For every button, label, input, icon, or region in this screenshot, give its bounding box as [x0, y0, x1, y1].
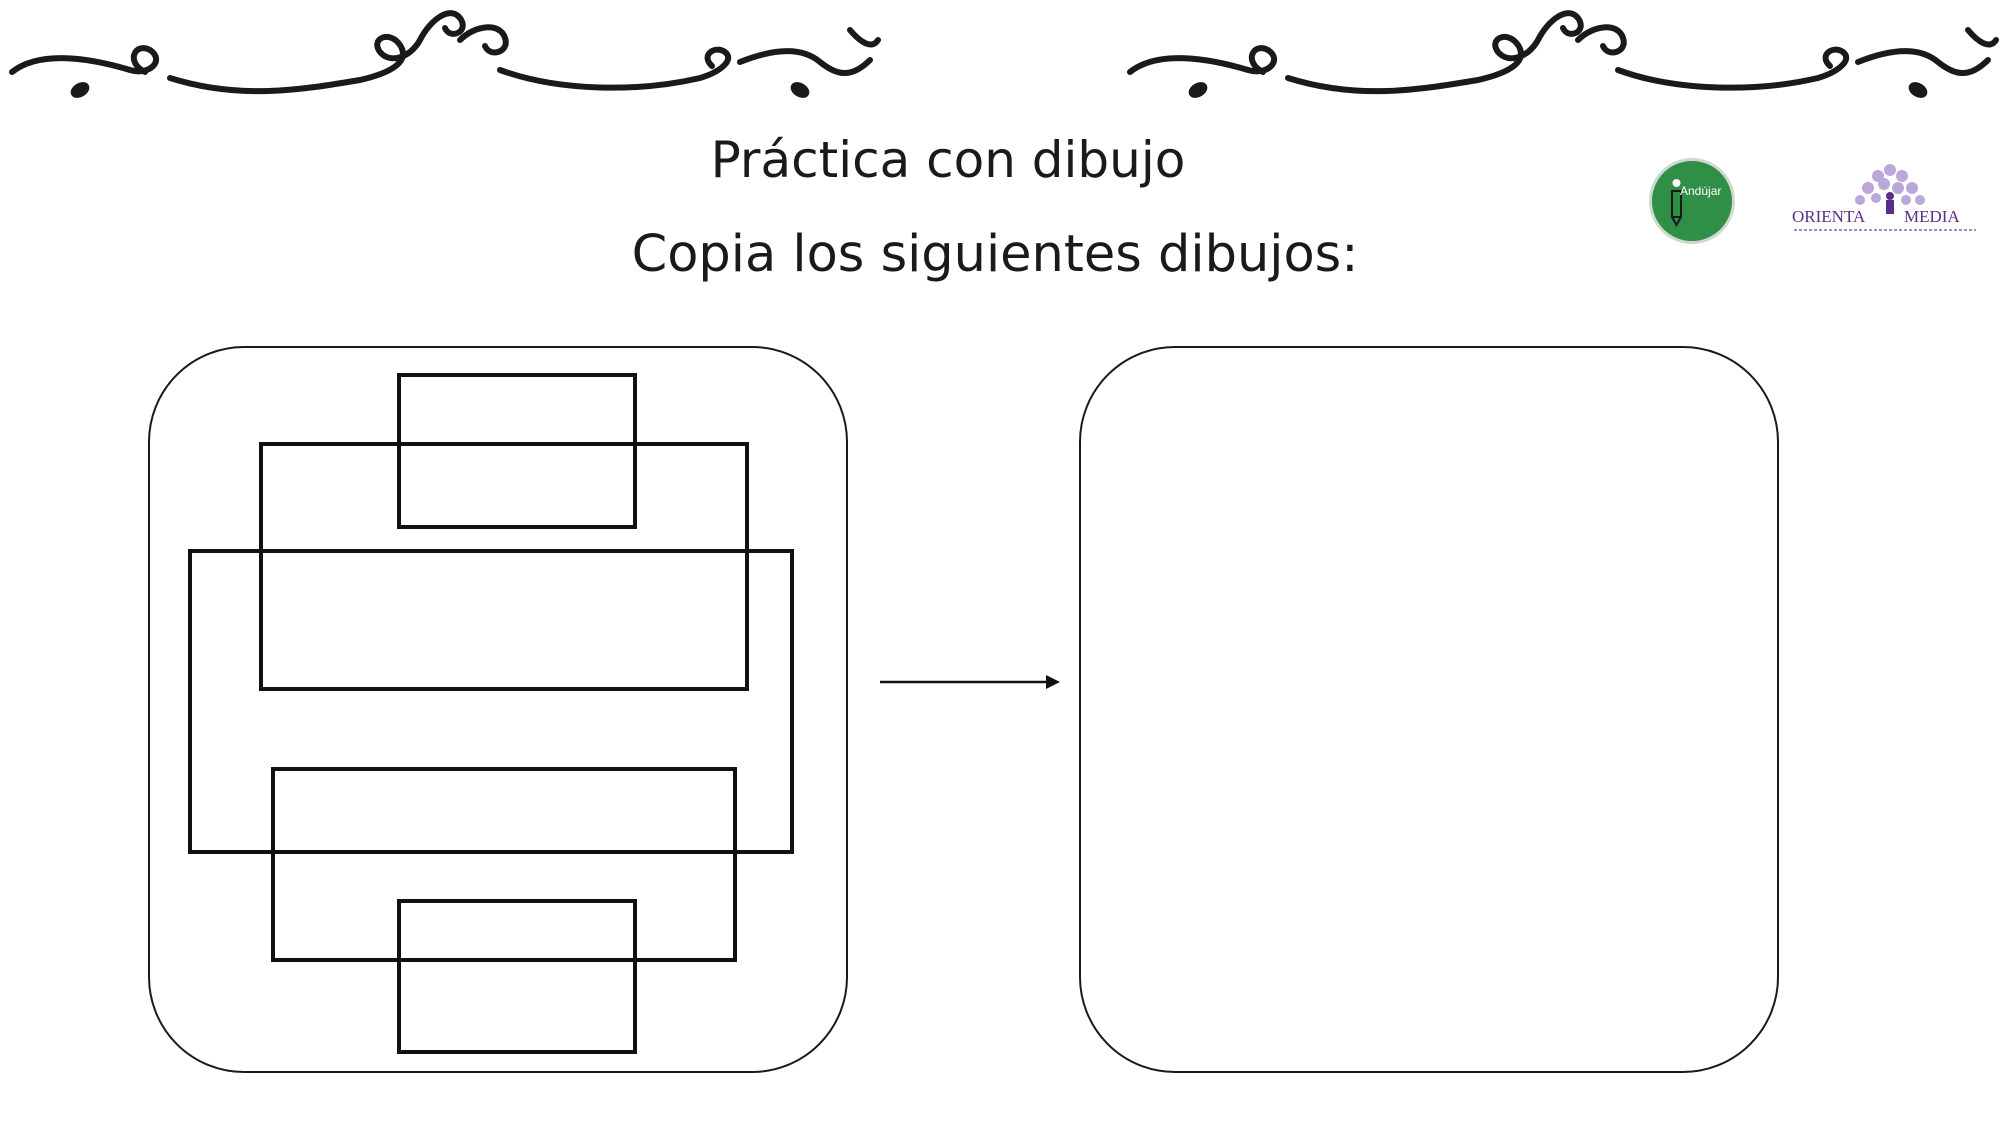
pencil-icon [1671, 179, 1682, 228]
andujar-logo: Andújar [1649, 158, 1735, 244]
svg-text:ORIENTA: ORIENTA [1792, 207, 1866, 226]
orienta-media-logo: ORIENTA MEDIA [1792, 164, 1976, 231]
rect-large [188, 549, 794, 854]
arrow-right-icon [880, 675, 1060, 689]
model-drawing [188, 373, 794, 1054]
svg-text:MEDIA: MEDIA [1904, 207, 1960, 226]
svg-text:Andújar: Andújar [1680, 184, 1721, 198]
instruction-text: Copia los siguientes dibujos: [631, 225, 1359, 284]
model-drawing-panel [148, 346, 848, 1073]
ornament-divider-right [1127, 10, 1999, 98]
page-title: Práctica con dibujo [710, 131, 1186, 189]
rect-bottom-small [397, 899, 637, 1054]
rect-top-small [397, 373, 637, 529]
rect-lower-medium [271, 767, 737, 962]
ornament-divider-left [9, 10, 881, 98]
blank-drawing-area[interactable] [1079, 346, 1779, 1073]
rect-upper-medium [259, 442, 749, 691]
